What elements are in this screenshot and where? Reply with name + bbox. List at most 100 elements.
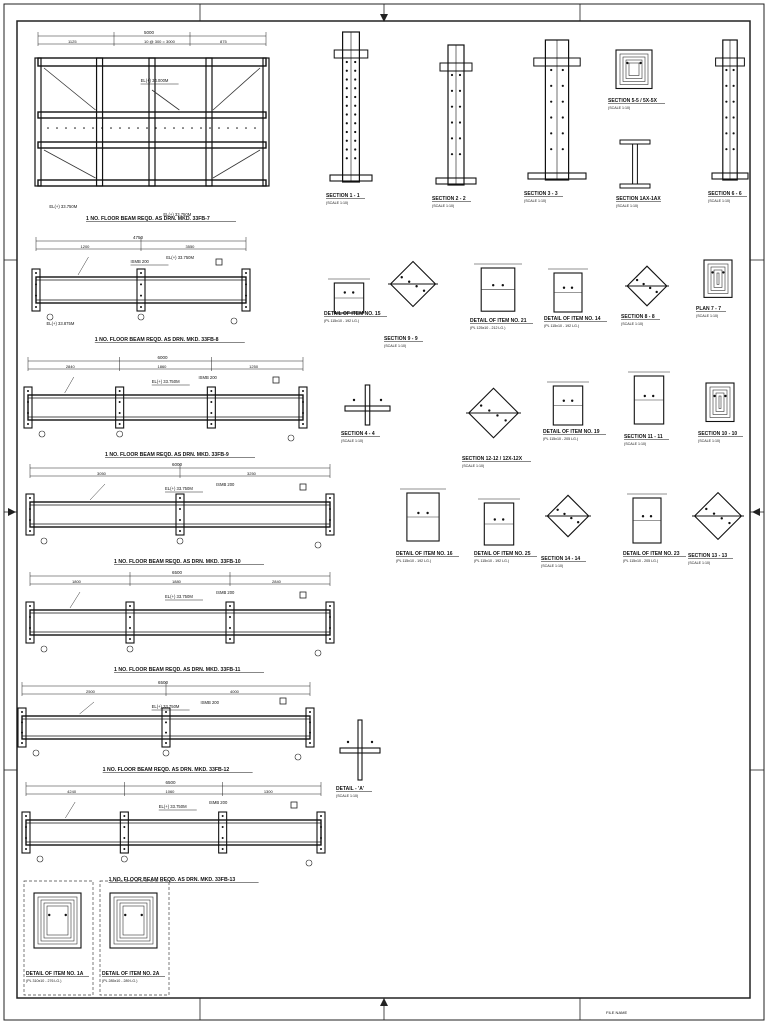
- bolt-hole: [561, 116, 564, 119]
- bolt-hole: [458, 137, 462, 140]
- bolt-hole: [48, 913, 51, 917]
- bolt-hole: [129, 638, 131, 640]
- bolt-hole: [354, 69, 357, 72]
- bolt-hole: [570, 286, 574, 289]
- overall-dimension: 4750: [133, 235, 144, 240]
- bolt-hole: [25, 837, 27, 839]
- bolt-hole: [450, 105, 454, 108]
- bolt-hole: [320, 848, 322, 850]
- level-annotation: EL(+) 34.000M: [141, 78, 169, 83]
- section-marker: [290, 801, 298, 809]
- bolt-hole: [165, 721, 167, 724]
- section-scale: (PL 115x10 - 205 LG.): [623, 559, 658, 563]
- bolt-hole: [27, 390, 29, 392]
- section-title: DETAIL OF ITEM NO. 15: [324, 311, 381, 317]
- centering-arrows: [8, 14, 760, 1006]
- bolt-hole: [329, 605, 331, 607]
- plate-edge: [43, 902, 72, 939]
- section-title: SECTION 2 - 2: [432, 196, 466, 202]
- plate-edge: [707, 263, 729, 294]
- bolt-hole: [725, 148, 728, 151]
- bolt-hole: [218, 127, 220, 129]
- tee-flange: [344, 405, 391, 412]
- section-detail: SECTION 3 - 3(SCALE 1:10): [524, 39, 587, 203]
- section-scale: (SCALE 1:10): [624, 442, 646, 446]
- bolt-hole: [119, 127, 121, 129]
- bolt-hole: [720, 517, 723, 520]
- bolt-hole: [56, 127, 58, 129]
- bolt-hole: [65, 127, 67, 129]
- detail-frame: [23, 880, 94, 996]
- bolt-hole: [29, 638, 31, 640]
- stiffener-plate: [305, 707, 315, 748]
- section-title: SECTION 13 - 13: [688, 553, 727, 559]
- bolt-hole: [354, 130, 357, 134]
- section-scale: (PL 115x10 - 192 LG.): [396, 559, 431, 563]
- bolt-hole: [146, 127, 148, 129]
- bolt-hole: [450, 137, 454, 140]
- section-detail: SECTION 9 - 9(SCALE 1:10): [384, 260, 438, 348]
- item-balloon: [46, 313, 54, 321]
- stiffener-plate: [136, 268, 146, 312]
- bolt-hole: [345, 122, 348, 125]
- vertical-post: [205, 57, 213, 187]
- section-scale: (SCALE 1:10): [621, 322, 643, 326]
- bolt-hole: [354, 148, 357, 151]
- detail-frame: [99, 880, 170, 996]
- bolt-hole: [221, 837, 224, 839]
- overall-dimension: 6000: [158, 355, 169, 360]
- zone-ticks: [4, 4, 764, 1020]
- bolt-hole: [21, 742, 23, 744]
- bolt-hole: [725, 100, 728, 103]
- section-detail: SECTION 14 - 14(SCALE 1:10): [541, 494, 591, 568]
- bolt-hole: [221, 826, 224, 828]
- bolt-hole: [576, 521, 580, 524]
- bolt-hole: [711, 271, 714, 274]
- bolt-hole: [652, 394, 655, 398]
- gusset-plate: [546, 494, 590, 538]
- mid-beam: [37, 141, 267, 149]
- bolt-hole: [550, 132, 553, 135]
- bolt-hole: [502, 518, 505, 521]
- bolt-hole: [556, 508, 559, 511]
- bolt-hole: [345, 69, 348, 72]
- section-detail: SECTION 11 - 11(SCALE 1:10): [624, 371, 670, 446]
- bolt-hole: [724, 394, 727, 398]
- brace: [43, 67, 96, 111]
- segment-dimension: 1200: [81, 244, 91, 249]
- bolt-hole: [354, 139, 357, 142]
- section-scale: (SCALE 1:10): [616, 204, 638, 208]
- bolt-hole: [496, 414, 499, 417]
- plate-edge: [46, 905, 69, 936]
- stiffener-plate: [325, 601, 335, 644]
- gusset-plate: [467, 387, 520, 439]
- tee-flange: [339, 747, 381, 754]
- bolt-hole: [329, 530, 331, 532]
- section-scale: (SCALE 1:10): [608, 106, 630, 110]
- stiffener-plate: [31, 268, 41, 312]
- bolt-hole: [458, 105, 462, 108]
- bolt-hole: [479, 404, 483, 407]
- section-title: DETAIL OF ITEM NO. 21: [470, 318, 527, 324]
- plate-edge: [709, 386, 731, 418]
- segment-dimension: 1250: [249, 364, 259, 369]
- leader-line: [65, 801, 76, 819]
- item-balloon: [137, 313, 145, 321]
- section-scale: (PL 115x10 - 205 LG.): [543, 437, 578, 441]
- bolt-hole: [561, 68, 564, 72]
- bolt-hole: [101, 127, 103, 129]
- bolt-hole: [123, 815, 126, 817]
- vertical-post: [34, 57, 42, 187]
- bolt-hole: [25, 815, 27, 817]
- section-detail: SECTION 4 - 4(SCALE 1:10): [341, 384, 391, 443]
- segment-dimension: 1860: [158, 364, 168, 369]
- plate-edge: [718, 395, 722, 409]
- stiffener-plate: [125, 601, 135, 644]
- bolt-hole: [245, 127, 247, 129]
- bolt-hole: [492, 284, 495, 287]
- bolt-hole: [182, 127, 184, 129]
- section-scale: (SCALE 1:10): [462, 464, 484, 468]
- stiffener-plate: [325, 493, 335, 536]
